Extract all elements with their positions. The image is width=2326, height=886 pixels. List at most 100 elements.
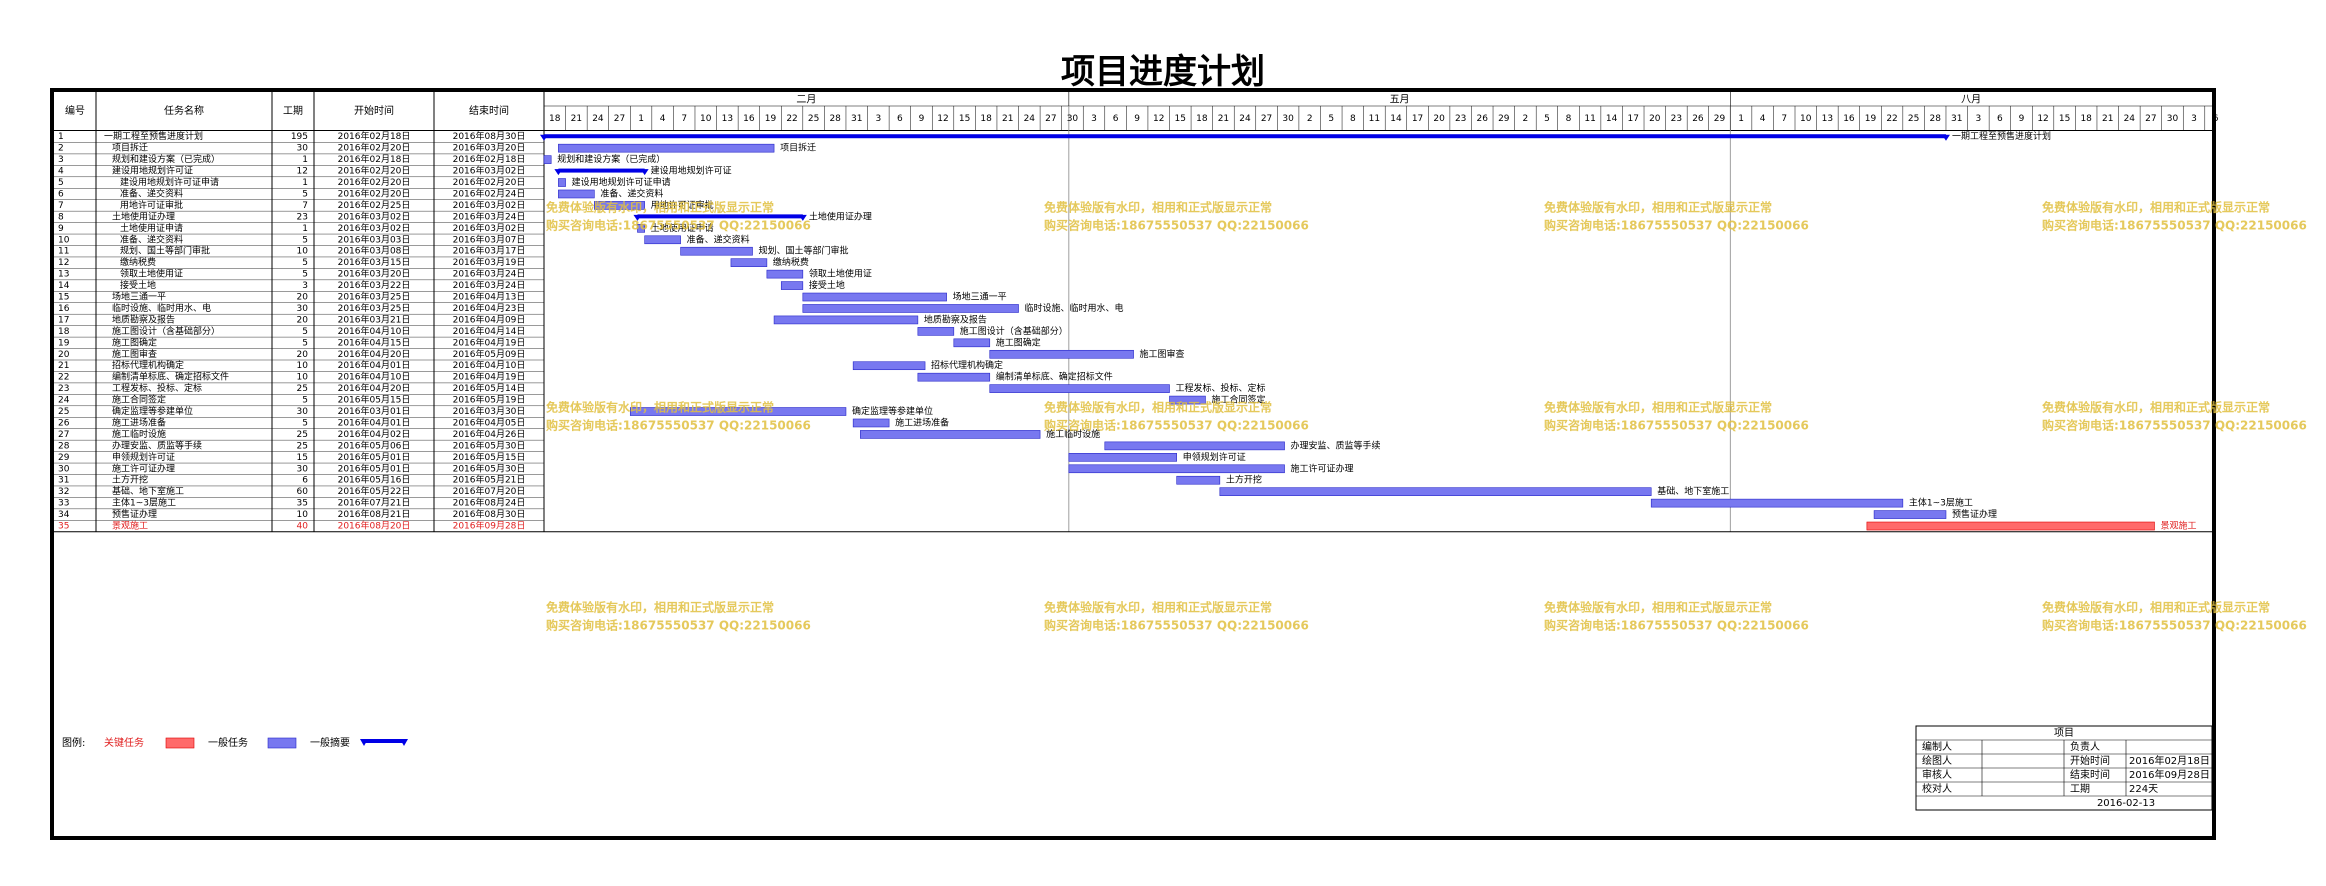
task-end: 2016年03月07日 (453, 233, 526, 245)
task-duration: 15 (297, 453, 308, 463)
task-id: 7 (58, 201, 64, 211)
task-name: 施工进场准备 (112, 416, 166, 428)
bar-label: 接受土地 (809, 279, 845, 291)
task-end: 2016年04月19日 (453, 371, 526, 383)
task-start: 2016年03月02日 (338, 222, 411, 234)
day-tick-label: 21 (1218, 114, 1229, 124)
day-tick-label: 28 (829, 114, 841, 124)
info-value: 224天 (2129, 784, 2158, 795)
day-tick-label: 3 (2191, 114, 2197, 124)
bar-label: 土方开挖 (1226, 474, 1262, 486)
bar-label: 一期工程至预售进度计划 (1952, 130, 2051, 142)
task-name: 场地三通一平 (112, 291, 166, 303)
watermark-line-2: 购买咨询电话:18675550537 QQ:22150066 (1544, 218, 1809, 233)
summary-start-marker (633, 214, 642, 221)
task-duration: 12 (297, 167, 308, 177)
task-end: 2016年03月20日 (453, 142, 526, 154)
task-end: 2016年04月05日 (453, 416, 526, 428)
task-duration: 1 (302, 178, 308, 188)
task-duration: 30 (297, 407, 309, 417)
task-end: 2016年03月02日 (453, 165, 526, 177)
task-end: 2016年05月30日 (453, 439, 526, 451)
task-end: 2016年03月02日 (453, 199, 526, 211)
task-start: 2016年03月25日 (338, 291, 411, 303)
task-id: 31 (58, 476, 69, 486)
task-name: 施工图确定 (112, 336, 157, 348)
task-duration: 35 (297, 499, 308, 509)
task-end: 2016年03月24日 (453, 279, 526, 291)
day-tick-label: 27 (1045, 114, 1056, 124)
legend-title: 图例: (62, 736, 85, 749)
day-tick-label: 25 (1908, 114, 1919, 124)
info-value: 2016年09月28日 (2129, 768, 2210, 781)
task-name: 施工图审查 (112, 348, 157, 360)
task-duration: 5 (302, 418, 308, 428)
task-name: 基础、地下室施工 (112, 485, 184, 497)
watermark-line-2: 购买咨询电话:18675550537 QQ:22150066 (1044, 418, 1309, 433)
day-tick-label: 6 (1113, 114, 1119, 124)
task-start: 2016年05月01日 (338, 451, 411, 463)
watermark-line-1: 免费体验版有水印，相用和正式版显示正常 (2042, 600, 2270, 615)
task-name: 临时设施、临时用水、电 (112, 302, 211, 314)
task-start: 2016年05月01日 (338, 462, 411, 474)
legend-critical-swatch (165, 737, 195, 749)
task-duration: 23 (297, 212, 308, 222)
task-start: 2016年02月20日 (338, 187, 411, 199)
task-end: 2016年05月09日 (453, 348, 526, 360)
bar-label: 施工进场准备 (895, 416, 949, 428)
task-id: 2 (58, 144, 64, 154)
task-end: 2016年04月13日 (453, 291, 526, 303)
bar-label: 确定监理等参建单位 (852, 405, 933, 417)
day-tick-label: 9 (1134, 114, 1140, 124)
task-end: 2016年04月23日 (453, 302, 526, 314)
task-end: 2016年04月19日 (453, 336, 526, 348)
watermark-line-2: 购买咨询电话:18675550537 QQ:22150066 (546, 418, 811, 433)
bar-label: 施工许可证办理 (1291, 462, 1354, 474)
task-duration: 5 (302, 258, 308, 268)
task-name: 缴纳税费 (120, 256, 156, 268)
watermark-line-1: 免费体验版有水印，相用和正式版显示正常 (1544, 200, 1772, 215)
task-duration: 25 (297, 384, 308, 394)
task-bar (917, 327, 955, 336)
task-bar (680, 246, 753, 256)
task-duration: 20 (297, 350, 309, 360)
watermark-line-2: 购买咨询电话:18675550537 QQ:22150066 (2042, 418, 2307, 433)
task-bar (852, 361, 926, 371)
task-id: 19 (58, 338, 70, 348)
day-tick-label: 3 (1975, 114, 1981, 124)
task-start: 2016年02月25日 (338, 199, 411, 211)
task-id: 23 (58, 384, 69, 394)
column-header-end: 结束时间 (469, 104, 509, 117)
day-tick-label: 10 (700, 114, 712, 124)
bar-label: 用地许可证审批 (651, 199, 714, 211)
bar-label: 工程发标、投标、定标 (1176, 382, 1266, 394)
task-duration: 3 (302, 281, 308, 291)
watermark-line-1: 免费体验版有水印，相用和正式版显示正常 (546, 400, 774, 415)
day-tick-label: 6 (2213, 114, 2219, 124)
day-tick-label: 18 (2080, 114, 2092, 124)
task-name: 申领规划许可证 (112, 451, 175, 463)
day-tick-label: 28 (1929, 114, 1941, 124)
task-duration: 7 (302, 201, 308, 211)
task-end: 2016年05月15日 (453, 451, 526, 463)
day-tick-label: 4 (660, 114, 666, 124)
task-start: 2016年07月21日 (338, 497, 411, 509)
bar-label: 建设用地规划许可证 (651, 165, 732, 177)
task-name: 用地许可证审批 (120, 199, 183, 211)
month-label: 二月 (796, 94, 816, 106)
column-header-duration: 工期 (283, 105, 303, 117)
day-tick-label: 15 (1175, 114, 1186, 124)
day-tick-label: 25 (808, 114, 819, 124)
task-bar (558, 178, 566, 187)
day-tick-label: 9 (2019, 114, 2025, 124)
task-start: 2016年04月20日 (338, 382, 411, 394)
day-tick-label: 7 (681, 114, 687, 124)
task-end: 2016年08月24日 (453, 497, 526, 509)
bar-label: 预售证办理 (1952, 508, 1997, 520)
task-name: 施工许可证办理 (112, 462, 175, 474)
task-duration: 30 (297, 304, 309, 314)
day-tick-label: 31 (851, 114, 862, 124)
bar-label: 申领规划许可证 (1183, 451, 1246, 463)
task-id: 35 (58, 522, 69, 532)
task-start: 2016年03月20日 (338, 268, 411, 280)
